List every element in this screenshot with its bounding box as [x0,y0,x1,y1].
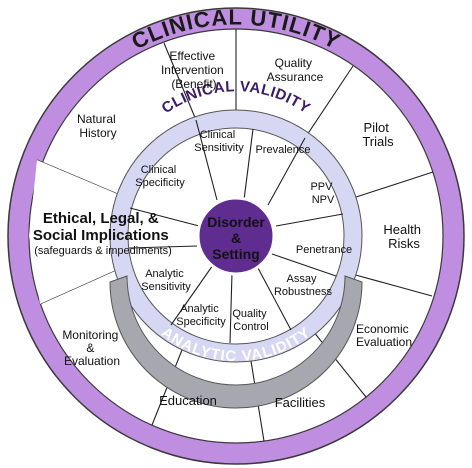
segment-economic-evaluation: Economic Evaluation [356,322,412,349]
segment-elsi: Ethical, Legal, & Social Implications (s… [33,210,173,257]
elsi-band [29,160,120,304]
divider [257,267,292,331]
divider [170,264,214,326]
inner-dividers [128,119,344,344]
analytic-validity-band [109,275,363,409]
segment-prevalence: Prevalence [255,144,310,156]
segment-clinical-sensitivity: Clinical Sensitivity [194,129,244,154]
segment-analytic-sensitivity: Analytic Sensitivity [141,268,191,293]
segment-clinical-specificity: Clinical Specificity [135,164,185,189]
segment-quality-control: Quality Control [232,308,269,333]
segment-monitoring-evaluation: Monitoring & Evaluation [62,328,121,368]
divider [243,128,254,201]
divider [312,330,367,398]
divider [229,272,233,344]
segment-assay-robustness: Assay Robustness [274,273,333,298]
segment-health-risks: Health Risks [383,222,424,251]
divider [271,253,337,277]
segment-effective-intervention: Effective Intervention (Benefit) [161,49,227,91]
segment-natural-history: Natural History [77,112,119,140]
segment-ppv-npv: PPV NPV [310,181,335,206]
divider [163,42,197,121]
divider [128,245,198,249]
segment-quality-assurance: Quality Assurance [267,56,324,84]
segment-facilities: Facilities [275,395,326,410]
center-disc [196,196,276,276]
center-label-disorder: Disorder [207,214,265,230]
segment-penetrance: Penetrance [296,244,352,256]
segment-pilot-trials: Pilot Trials [362,120,394,149]
divider [349,171,434,200]
divider [275,213,344,227]
divider [195,119,218,201]
divider [304,65,354,139]
divider [267,137,306,206]
divider [129,207,200,227]
center-label-ampersand: & [231,230,241,246]
segment-analytic-specificity: Analytic Specificity [176,303,226,328]
segment-education: Education [159,393,217,408]
divider [351,273,433,297]
center-label-setting: Setting [212,246,259,262]
